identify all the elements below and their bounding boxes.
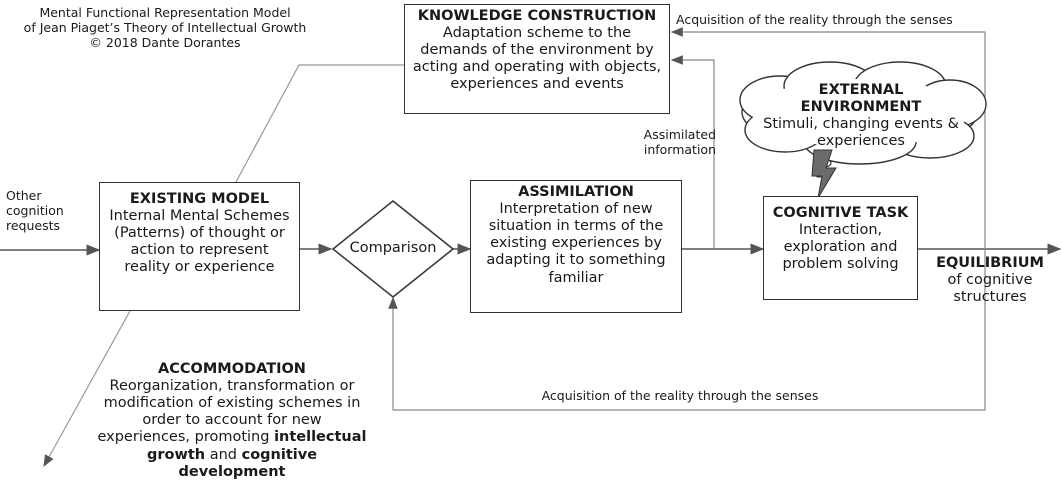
accommodation-body: Reorganization, transformation or modifi… — [97, 378, 367, 480]
accommodation-diagonal-arrow — [43, 310, 131, 468]
header-title: Mental Functional Representation Model o… — [23, 5, 307, 50]
accommodation-title: ACCOMMODATION — [158, 361, 306, 377]
assimilation-box: ASSIMILATION Interpretation of new situa… — [470, 180, 682, 313]
other-requests-label: Other cognition requests — [6, 188, 64, 233]
cognitive-task-box: COGNITIVE TASK Interaction, exploration … — [763, 196, 918, 300]
top-arrow-label: Acquisition of the reality through the s… — [676, 12, 953, 27]
cognitive-task-title: COGNITIVE TASK — [772, 205, 909, 221]
assimilated-info-label: Assimilated information — [643, 127, 716, 157]
environment-title: EXTERNAL ENVIRONMENT — [800, 82, 922, 116]
equilibrium-body: of cognitive structures — [947, 272, 1033, 306]
comparison-label: Comparison — [349, 240, 437, 256]
existing-model-title: EXISTING MODEL — [129, 191, 270, 207]
assimilation-title: ASSIMILATION — [518, 184, 634, 200]
equilibrium-text: EQUILIBRIUM of cognitive structures — [925, 255, 1055, 306]
existing-model-body: Internal Mental Schemes (Patterns) of th… — [109, 208, 290, 276]
bottom-arrow-label: Acquisition of the reality through the s… — [541, 388, 819, 403]
assimilated-info-arrow — [670, 55, 715, 249]
accommodation-text: ACCOMMODATION Reorganization, transforma… — [94, 361, 370, 481]
knowledge-title: KNOWLEDGE CONSTRUCTION — [417, 8, 657, 24]
knowledge-construction-box: KNOWLEDGE CONSTRUCTION Adaptation scheme… — [404, 4, 670, 114]
knowledge-diagonal-line — [235, 64, 404, 183]
comparison-diamond — [331, 200, 455, 298]
bottom-acquisition-arrow — [388, 249, 986, 411]
cognitive-task-body: Interaction, exploration and problem sol… — [782, 222, 899, 273]
equilibrium-title: EQUILIBRIUM — [936, 255, 1044, 271]
existing-model-box: EXISTING MODEL Internal Mental Schemes (… — [99, 182, 300, 311]
external-environment-text: EXTERNAL ENVIRONMENT Stimuli, changing e… — [756, 82, 966, 150]
top-acquisition-arrow — [670, 27, 986, 249]
assimilation-body: Interpretation of new situation in terms… — [486, 201, 666, 286]
environment-body: Stimuli, changing events & experiences — [763, 116, 959, 150]
knowledge-body: Adaptation scheme to the demands of the … — [412, 25, 662, 93]
lightning-icon — [811, 149, 837, 199]
